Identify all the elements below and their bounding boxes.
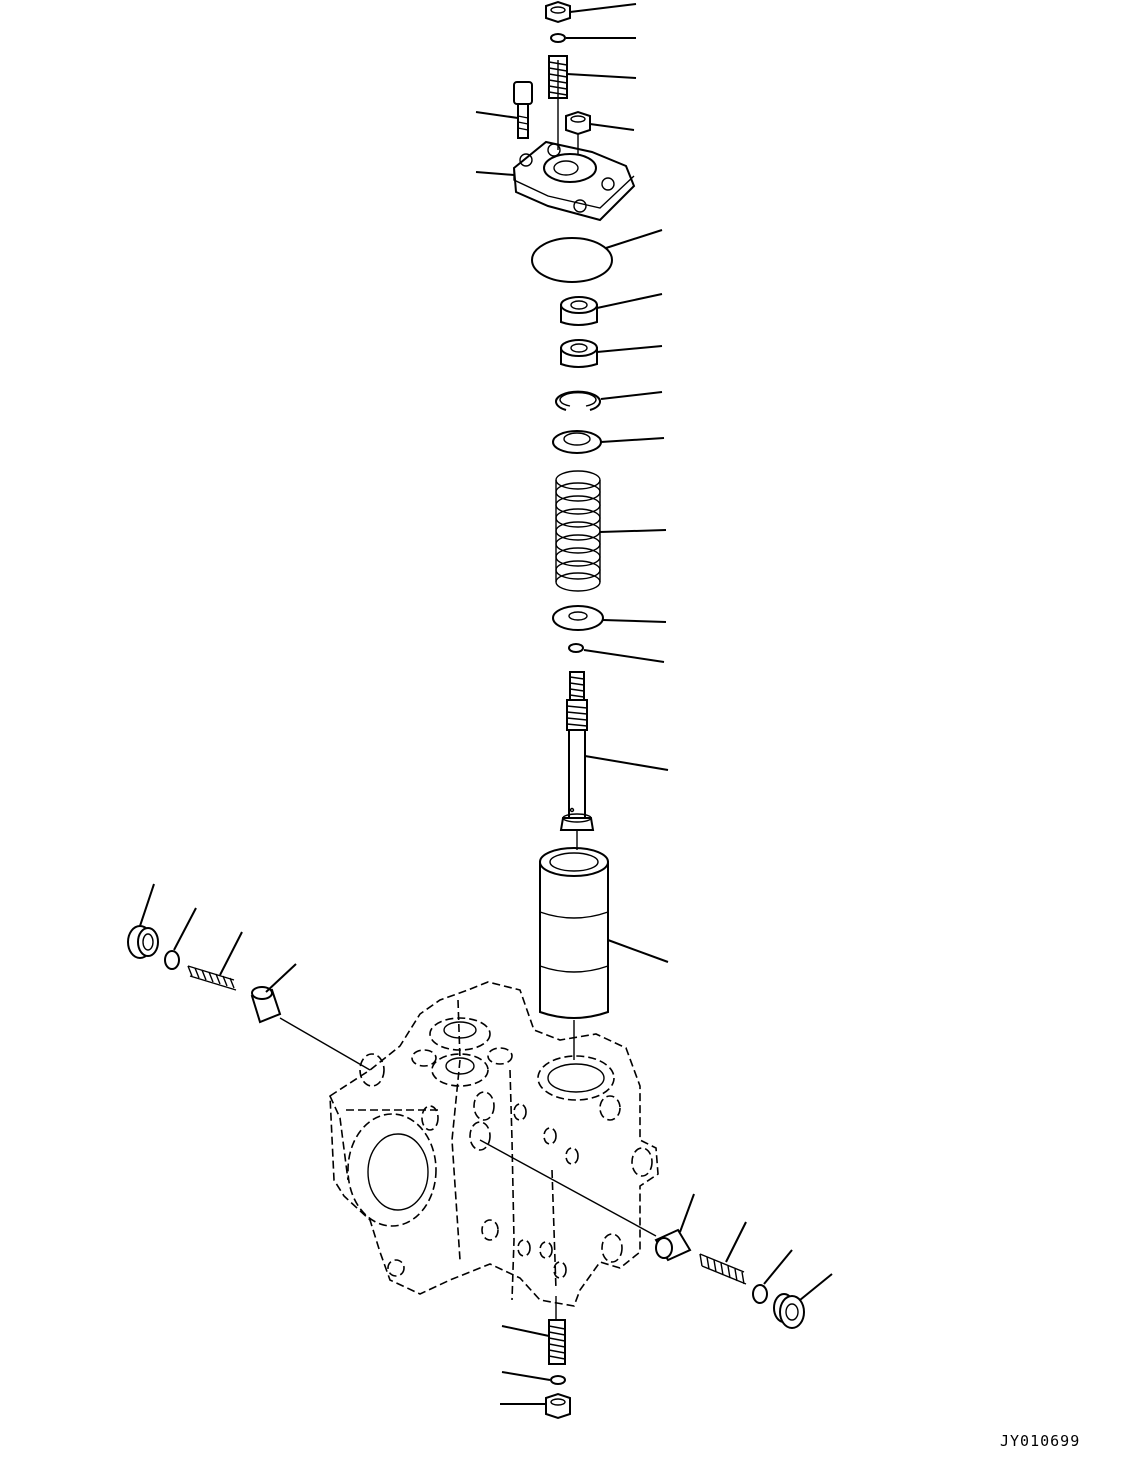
part-bottom-o-ring [550,1375,566,1385]
leader-line-10 [600,391,663,400]
part-bottom-adjust-screw [548,1319,566,1365]
part-bottom-nut [545,1392,571,1420]
part-spring-seat [552,430,602,454]
part-left-spring [187,965,237,991]
part-right-spool [654,1228,692,1262]
leader-line-18 [173,907,197,951]
part-main-spring [555,470,601,592]
leader-line-15 [584,755,669,771]
part-snap-ring [555,390,601,411]
leader-line-1 [569,3,637,13]
leader-line-23 [763,1249,793,1285]
leader-line-6 [475,171,515,176]
part-small-o-ring [568,643,584,653]
part-washer [552,605,604,631]
part-top-o-ring [550,33,566,43]
leader-line-11 [600,437,665,443]
part-bushing-1 [560,296,598,326]
part-left-spool [250,986,282,1024]
assembly-axis-right [479,1139,657,1237]
leader-line-5 [589,123,635,131]
leader-line-13 [602,619,667,623]
leader-line-4 [475,111,519,119]
leader-line-7 [605,229,663,249]
leader-line-26 [501,1371,551,1381]
leader-line-14 [583,649,665,663]
leader-line-22 [725,1221,747,1263]
part-cover-plate [512,60,636,222]
part-right-o-ring [752,1284,768,1304]
valve-body [329,981,659,1307]
part-spool-piston [559,671,595,831]
leader-line-19 [219,931,243,976]
assembly-axis-left [279,1017,371,1071]
part-right-plug [773,1293,805,1329]
part-sleeve [539,830,609,1019]
drawing-code-label: JY010699 [1000,1432,1081,1450]
part-cover-nut [565,110,591,136]
leader-line-16 [607,939,669,963]
part-bushing-2 [560,339,598,368]
leader-line-20 [265,963,297,993]
part-left-plug [127,925,159,959]
part-left-o-ring [164,950,180,970]
leader-line-21 [679,1193,695,1233]
part-large-o-ring [531,237,613,283]
leader-line-24 [799,1273,833,1301]
part-right-spring [699,1253,747,1285]
leader-line-8 [596,293,663,309]
leader-line-12 [599,529,667,533]
part-socket-bolt [513,81,533,139]
leader-line-3 [566,73,637,79]
leader-line-17 [139,883,155,927]
leader-line-9 [596,345,663,353]
leader-line-25 [501,1325,550,1337]
part-top-nut [545,0,571,24]
